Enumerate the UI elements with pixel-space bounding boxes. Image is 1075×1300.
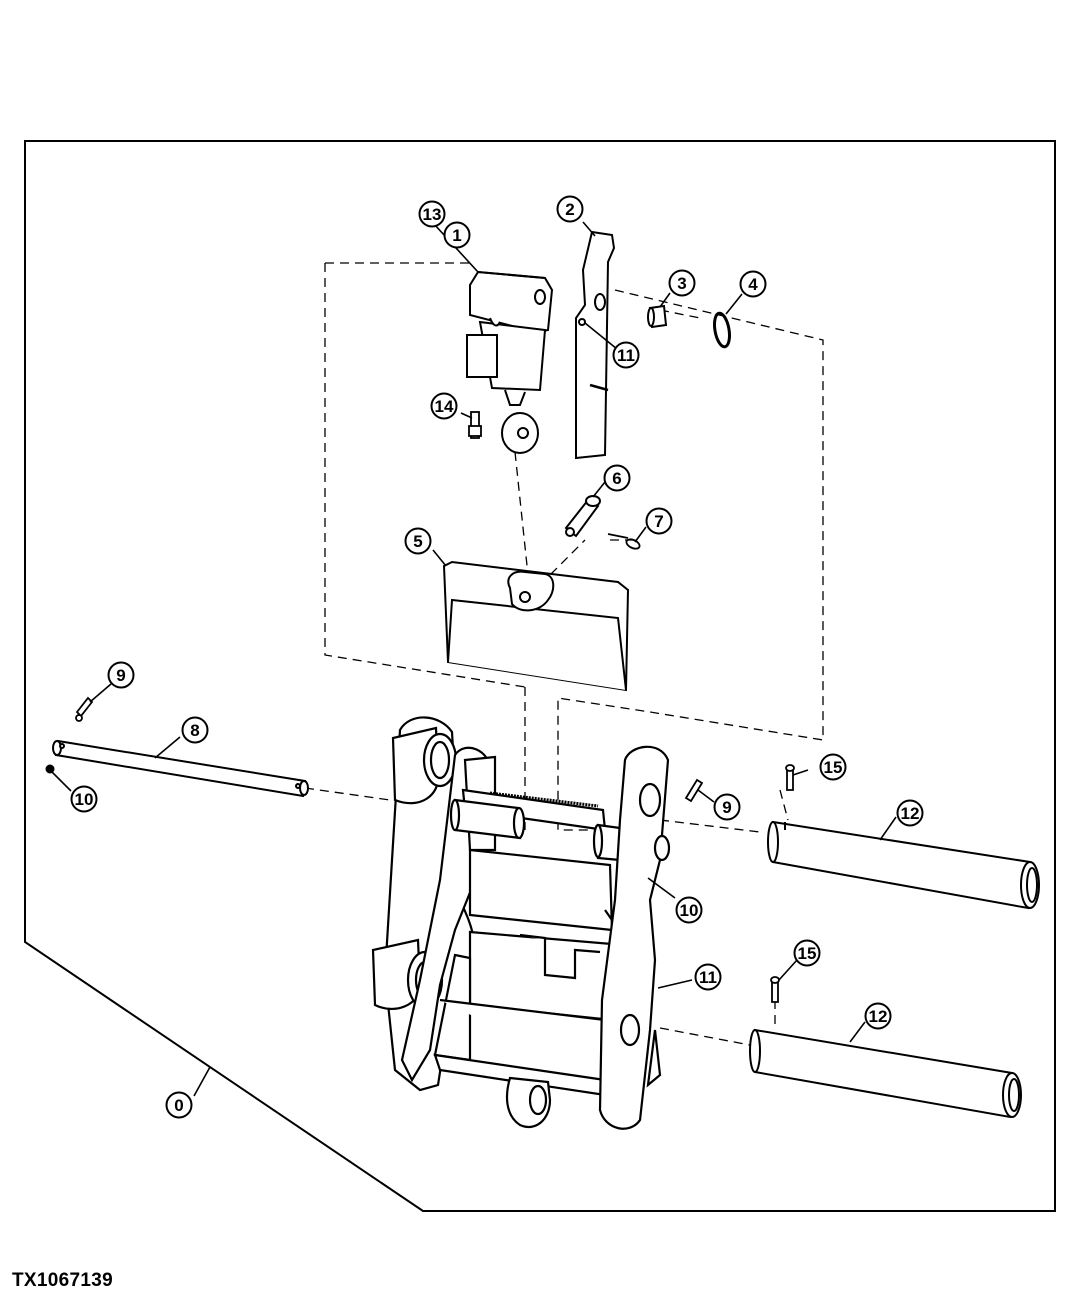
callout-8: 8 (181, 716, 209, 744)
callout-9-left: 9 (107, 661, 135, 689)
bushing (647, 304, 668, 329)
callout-12-lower: 12 (864, 1002, 892, 1030)
callout-7-label: 7 (654, 512, 663, 531)
callout-11-lower-label: 11 (699, 968, 717, 987)
callout-6-label: 6 (612, 469, 621, 488)
callout-15-upper: 15 (819, 753, 847, 781)
callout-0: 0 (165, 1091, 193, 1119)
callout-2-label: 2 (565, 200, 574, 219)
callout-4-label: 4 (748, 275, 758, 294)
callout-1-label: 1 (452, 226, 461, 245)
retaining-clip (607, 533, 641, 550)
callout-15-upper-label: 15 (824, 758, 843, 777)
leader-lines (51, 221, 897, 1097)
callout-11-upper: 11 (612, 341, 640, 369)
bolt-left (75, 696, 94, 722)
coupler-frame (371, 716, 671, 1130)
callout-2: 2 (556, 195, 584, 223)
callout-15-lower-label: 15 (798, 944, 817, 963)
callout-12-upper: 12 (896, 799, 924, 827)
callout-9-right-label: 9 (722, 798, 731, 817)
callout-6: 6 (603, 464, 631, 492)
callout-15-lower: 15 (793, 939, 821, 967)
callout-7: 7 (645, 507, 673, 535)
callout-4: 4 (739, 270, 767, 298)
nut-left (45, 764, 55, 774)
wedge-block (442, 560, 630, 692)
callout-13: 13 (418, 200, 446, 228)
callout-8-label: 8 (190, 721, 199, 740)
callout-0-label: 0 (174, 1096, 183, 1115)
callout-1: 1 (443, 221, 471, 249)
callout-11-upper-label: 11 (617, 346, 635, 365)
callout-10-left: 10 (70, 785, 98, 813)
long-pin (52, 739, 309, 798)
large-pin-lower (749, 1028, 1022, 1119)
lock-plate (575, 230, 616, 460)
cotter-pin-upper (785, 764, 795, 791)
assembly-guide-lines (304, 262, 824, 1046)
hose-fitting (468, 411, 482, 439)
callout-3-label: 3 (677, 274, 686, 293)
callout-11-lower: 11 (694, 963, 722, 991)
callout-12-upper-label: 12 (901, 804, 920, 823)
callout-14-label: 14 (435, 397, 454, 416)
callout-5: 5 (404, 527, 432, 555)
callout-10-right-label: 10 (680, 901, 699, 920)
callout-3: 3 (668, 269, 696, 297)
callout-9-right: 9 (713, 793, 741, 821)
bolt-right (684, 778, 704, 803)
callout-10-left-label: 10 (75, 790, 94, 809)
pin (564, 495, 601, 538)
large-pin-upper (767, 820, 1040, 910)
figure-id-label: TX1067139 (12, 1270, 113, 1291)
callout-5-label: 5 (413, 532, 422, 551)
diagram-frame (24, 140, 1056, 1212)
callout-13-label: 13 (423, 205, 442, 224)
callout-12-lower-label: 12 (869, 1007, 888, 1026)
callout-9-left-label: 9 (116, 666, 125, 685)
cotter-pin-lower (770, 976, 780, 1003)
snap-ring (713, 311, 731, 349)
callout-10-right: 10 (675, 896, 703, 924)
callout-14: 14 (430, 392, 458, 420)
hydraulic-cylinder (466, 270, 554, 454)
